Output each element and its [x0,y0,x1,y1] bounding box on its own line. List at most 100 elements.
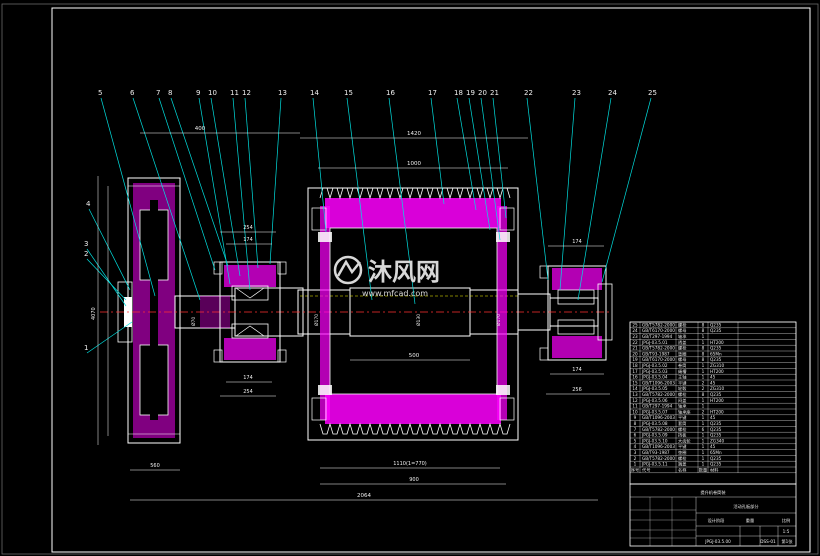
leader-lines [86,97,652,354]
parts-cell: 1 [702,369,705,374]
dim-bearing-left-bot-2: 254 [243,389,253,395]
leader-line-7 [158,97,216,271]
part-label-16: 16 [386,89,395,97]
parts-cell: 65Mn [710,450,722,455]
part-label-11: 11 [230,89,239,97]
parts-cell: GB/T5782-2000 [642,322,675,327]
sheet-border [1,3,819,555]
parts-header-cell: 数量 [699,466,707,473]
parts-cell: 螺栓 [678,391,687,398]
parts-cell: 套筒 [678,420,686,427]
parts-cell: JPGJ-03.5.10 [641,438,668,443]
part-label-19: 19 [466,89,475,97]
parts-cell: 螺栓 [678,455,687,462]
parts-cell: Q235 [710,328,722,333]
leader-line-22 [526,97,549,281]
parts-cell: Q235 [710,357,722,362]
leader-line-13 [269,97,282,265]
parts-cell: GB/T6170-2000 [642,328,675,333]
leader-line-16 [388,97,416,305]
parts-cell: 1 [702,415,705,420]
left-gear [117,177,181,444]
dim-bearing-right-top: 174 [572,239,582,245]
parts-cell: 19 [632,357,638,362]
parts-cell: JPGJ-03.5.05 [641,386,668,391]
parts-cell: Q235 [710,322,722,327]
parts-cell: 1 [702,444,705,449]
parts-cell: 平键 [678,443,687,450]
parts-cell: 1 [702,334,705,339]
title-sheet: 第1张 [781,538,793,545]
title-block: 提升机卷筒装 活动孔板部分 设计阶段 重量 比例 1:5 JPGJ-03.5.0… [629,483,797,547]
parts-cell: GB/T93-1987 [642,351,670,356]
parts-cell: 3 [634,450,637,455]
parts-cell: Q235 [710,392,722,397]
parts-cell: 4 [634,444,637,449]
dim-drum-bottom-2: 900 [409,477,419,483]
parts-cell: JPGJ-03.5.03 [641,369,668,374]
part-label-14: 14 [310,89,319,97]
leader-line-19 [468,97,491,231]
parts-cell: 轴承 [678,403,687,410]
title-drawing-name: 活动孔板部分 [733,503,759,510]
parts-cell: 22 [632,340,638,345]
leader-line-18 [456,97,477,211]
title-weight: 重量 [746,517,754,524]
leader-line-4 [88,208,131,291]
parts-cell: GB/T297-1994 [642,404,673,409]
parts-cell: 8 [702,392,705,397]
part-label-17: 17 [428,89,437,97]
parts-cell: JPGJ-03.5.11 [641,462,668,467]
part-label-9: 9 [196,89,200,97]
parts-cell: 2 [702,409,705,414]
parts-header-cell: 代号 [642,466,650,473]
part-label-13: 13 [278,89,287,97]
parts-cell: 1 [702,433,705,438]
parts-cell: 1 [702,398,705,403]
parts-cell: 2 [702,386,705,391]
parts-cell: 挡板 [678,432,687,439]
parts-cell: HT200 [710,409,724,414]
title-drawing-no: DSS-01 [760,539,776,544]
parts-cell: 主轴 [678,374,686,381]
parts-cell: 17 [632,369,638,374]
parts-cell: Q235 [710,462,722,467]
leader-line-3 [86,248,127,307]
outer-frame [51,7,811,553]
parts-cell: 1 [702,462,705,467]
dim-drum-bottom-1: 1110(1=770) [393,461,427,467]
part-label-15: 15 [344,89,353,97]
parts-cell: 1 [702,363,705,368]
dimension-lines [97,132,610,501]
part-label-25: 25 [648,89,657,97]
parts-cell: JPGJ-03.5.06 [641,398,668,403]
part-label-3: 3 [84,240,88,248]
parts-cell: 1 [702,421,705,426]
parts-cell: 1 [702,450,705,455]
title-top: 提升机卷筒装 [700,489,726,496]
parts-cell: ZG340 [710,438,724,443]
parts-cell: 2 [634,456,637,461]
leader-line-15 [346,97,373,301]
dim-top-1: 400 [195,126,206,132]
parts-cell: 18 [632,363,638,368]
parts-cell: 45 [710,415,716,420]
dim-sprocket-width: 560 [150,463,160,469]
dim-bearing-right-bot-2: 256 [572,387,582,393]
part-label-2: 2 [84,250,88,258]
parts-cell: 1 [702,456,705,461]
parts-cell: 螺栓 [678,321,687,328]
parts-header-cell: 序号 [631,466,639,473]
dim-left-height: 4070 [91,307,97,320]
leader-line-24 [577,97,612,301]
part-label-20: 20 [478,89,487,97]
leader-line-11 [232,97,251,291]
parts-cell: Q235 [710,421,722,426]
part-label-1: 1 [84,344,88,352]
dim-bearing-left-top-2: 174 [243,237,253,243]
parts-cell: 5 [634,438,637,443]
parts-cell: GB/T5782-2000 [642,427,675,432]
parts-cell: JPGJ-03.5.07 [641,409,668,414]
